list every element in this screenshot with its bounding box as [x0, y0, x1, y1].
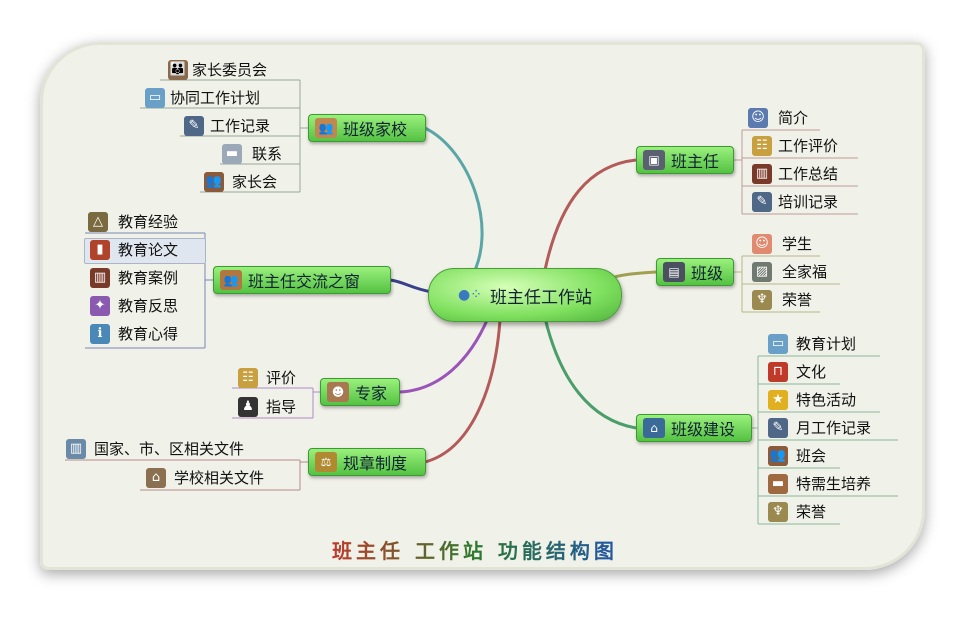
bracket-banji	[733, 255, 840, 313]
leaf-jiaoliu-2[interactable]: 教育案例	[118, 269, 179, 287]
book-icon: ▮	[90, 240, 110, 260]
diagram-title: 班主任 工作站 功能结构图	[332, 535, 618, 564]
node-jiaoliu[interactable]: 👥 班主任交流之窗	[213, 266, 391, 294]
node-banji-label: 班级	[691, 264, 724, 283]
teacher-photo-icon: ▣	[643, 150, 665, 170]
bracket-jiaxiao	[140, 79, 308, 193]
leaf-guizhang-0[interactable]: 国家、市、区相关文件	[94, 440, 245, 458]
leaf-jiaoliu-1[interactable]: 教育论文	[118, 241, 179, 259]
leaf-banji-1[interactable]: 全家福	[782, 263, 828, 281]
tools-icon: ✎	[752, 192, 772, 212]
leaf-guizhang-1[interactable]: 学校相关文件	[174, 469, 265, 487]
leaf-jianshe-1[interactable]: 文化	[796, 363, 827, 381]
leaf-banzhuren-3[interactable]: 培训记录	[778, 193, 839, 211]
city-buildings-icon: ▥	[66, 439, 86, 459]
trophy-icon: ♆	[768, 502, 788, 522]
family-icon: 👪	[168, 60, 188, 80]
node-zhuanjia-label: 专家	[355, 384, 388, 403]
leaf-zhuanjia-1[interactable]: 指导	[266, 398, 297, 416]
leaf-banji-0[interactable]: 学生	[782, 235, 813, 253]
student-icon: ☺	[752, 234, 772, 254]
bookshelf-icon: ▥	[90, 268, 110, 288]
central-node-label: 班主任工作站	[489, 287, 592, 308]
document-icon: ▭	[145, 88, 165, 108]
people-icon: 👥	[768, 446, 788, 466]
leaf-zhuanjia-0[interactable]: 评价	[266, 369, 297, 387]
leaf-jianshe-6[interactable]: 荣誉	[796, 503, 827, 521]
leaf-jianshe-2[interactable]: 特色活动	[796, 391, 857, 409]
teacher-icon: ☺	[748, 108, 768, 128]
info-icon: ℹ	[90, 324, 110, 344]
leaf-jianshe-0[interactable]: 教育计划	[796, 335, 857, 353]
bracket-zhuanjia	[232, 387, 320, 419]
central-node-icon: ●⁘	[458, 287, 482, 303]
document-icon: ▭	[768, 334, 788, 354]
leaf-jianshe-5[interactable]: 特需生培养	[796, 475, 872, 493]
branch-line-guizhang	[424, 319, 502, 464]
compass-icon: △	[88, 212, 108, 232]
school-building-icon: ⌂	[146, 468, 166, 488]
checklist-icon: ☷	[238, 368, 258, 388]
leaf-banzhuren-2[interactable]: 工作总结	[778, 165, 839, 183]
people-icon: 👥	[204, 172, 224, 192]
leaf-banzhuren-1[interactable]: 工作评价	[778, 137, 839, 155]
branch-line-banzhuren	[543, 158, 637, 271]
branch-line-jiaxiao	[424, 126, 484, 281]
scales-icon: ⚖	[315, 452, 337, 472]
leaf-jiaxiao-0[interactable]: 家长委员会	[192, 61, 268, 79]
leaf-jiaoliu-3[interactable]: 教育反思	[118, 297, 179, 315]
node-banzhuren-label: 班主任	[671, 152, 720, 171]
tools-icon: ✎	[768, 418, 788, 438]
bracket-banzhuren	[733, 129, 858, 215]
student-desk-icon: ▬	[768, 474, 788, 494]
leaf-jianshe-4[interactable]: 班会	[796, 447, 827, 465]
bookshelf-icon: ▥	[752, 164, 772, 184]
node-jianshe[interactable]: ⌂ 班级建设	[636, 414, 752, 442]
group-photo-icon: ▨	[752, 262, 772, 282]
leaf-banji-2[interactable]: 荣誉	[782, 291, 813, 309]
node-banzhuren[interactable]: ▣ 班主任	[636, 146, 734, 174]
bracket-jiaoliu	[85, 232, 213, 349]
leaf-jiaoliu-0[interactable]: 教育经验	[118, 213, 179, 231]
trophy-icon: ♆	[752, 290, 772, 310]
leaf-banzhuren-0[interactable]: 简介	[778, 109, 809, 127]
expert-avatar-icon: ☻	[327, 382, 349, 402]
node-jiaoliu-label: 班主任交流之窗	[248, 272, 361, 291]
central-node[interactable]: ●⁘ 班主任工作站	[428, 268, 622, 322]
node-guizhang-label: 规章制度	[343, 454, 408, 473]
node-jiaxiao-label: 班级家校	[343, 120, 408, 139]
leaf-jiaoliu-4[interactable]: 教育心得	[118, 325, 179, 343]
lightbulb-icon: ✦	[90, 296, 110, 316]
people-icon: 👥	[315, 118, 337, 138]
leaf-jiaxiao-4[interactable]: 家长会	[232, 173, 278, 191]
gate-icon: ⊓	[768, 362, 788, 382]
branch-line-zhuanjia	[399, 317, 490, 394]
bracket-guizhang	[65, 459, 308, 491]
node-zhuanjia[interactable]: ☻ 专家	[320, 378, 400, 406]
star-badge-icon: ★	[768, 390, 788, 410]
node-jiaxiao[interactable]: 👥 班级家校	[308, 114, 426, 142]
leaf-jianshe-3[interactable]: 月工作记录	[796, 419, 872, 437]
leaf-jiaxiao-1[interactable]: 协同工作计划	[170, 89, 261, 107]
bracket-jianshe	[752, 355, 898, 525]
leaf-jiaxiao-3[interactable]: 联系	[252, 145, 283, 163]
guide-figure-icon: ♟	[238, 397, 258, 417]
branch-line-jiaoliu	[389, 278, 433, 294]
checklist-icon: ☷	[752, 136, 772, 156]
people-icon: 👥	[220, 270, 242, 290]
node-banji[interactable]: ▤ 班级	[656, 258, 734, 286]
classroom-photo-icon: ▤	[663, 262, 685, 282]
branch-line-jianshe	[543, 317, 637, 430]
card-icon: ▬	[222, 144, 242, 164]
leaf-jiaxiao-2[interactable]: 工作记录	[210, 117, 271, 135]
tools-icon: ✎	[184, 116, 204, 136]
node-jianshe-label: 班级建设	[671, 420, 736, 439]
node-guizhang[interactable]: ⚖ 规章制度	[308, 448, 426, 476]
building-icon: ⌂	[643, 418, 665, 438]
